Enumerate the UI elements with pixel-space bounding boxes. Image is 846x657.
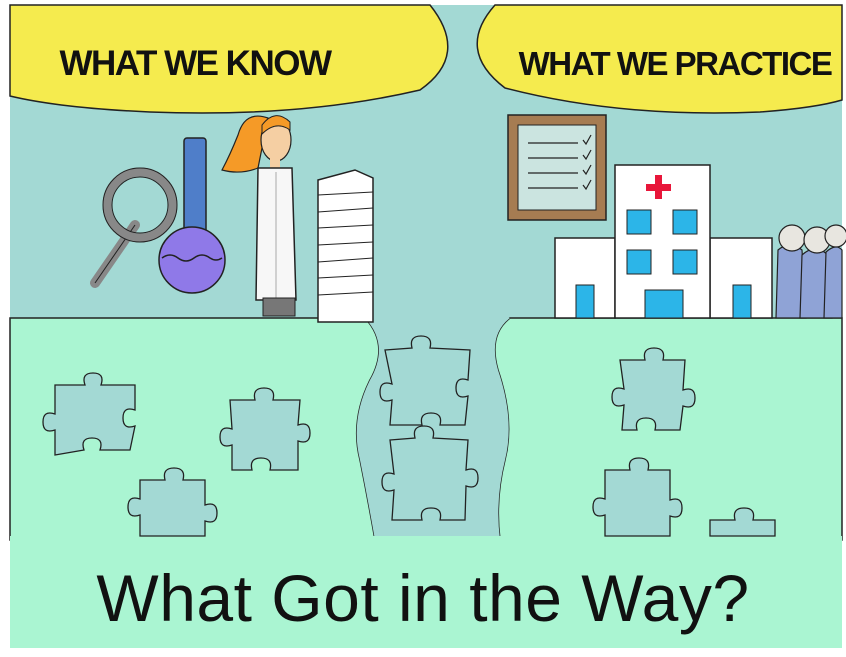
- right-bubble: WHAT WE PRACTICE: [476, 4, 843, 114]
- slide-title: What Got in the Way?: [96, 561, 750, 635]
- paper-stack-icon: [317, 169, 374, 323]
- left-bubble-label: WHAT WE KNOW: [59, 44, 331, 83]
- people-group-icon: [775, 224, 846, 319]
- left-bubble: WHAT WE KNOW: [9, 4, 449, 114]
- scientist-icon: [221, 115, 297, 317]
- ground-strip: [10, 536, 842, 648]
- checklist-board-icon: [507, 114, 607, 221]
- flask-icon: [158, 137, 226, 294]
- right-bubble-label: WHAT WE PRACTICE: [519, 45, 832, 82]
- magnifying-glass-icon: [90, 167, 178, 288]
- hospital-icon: [554, 164, 773, 319]
- puzzle-piece-icon: [42, 335, 776, 537]
